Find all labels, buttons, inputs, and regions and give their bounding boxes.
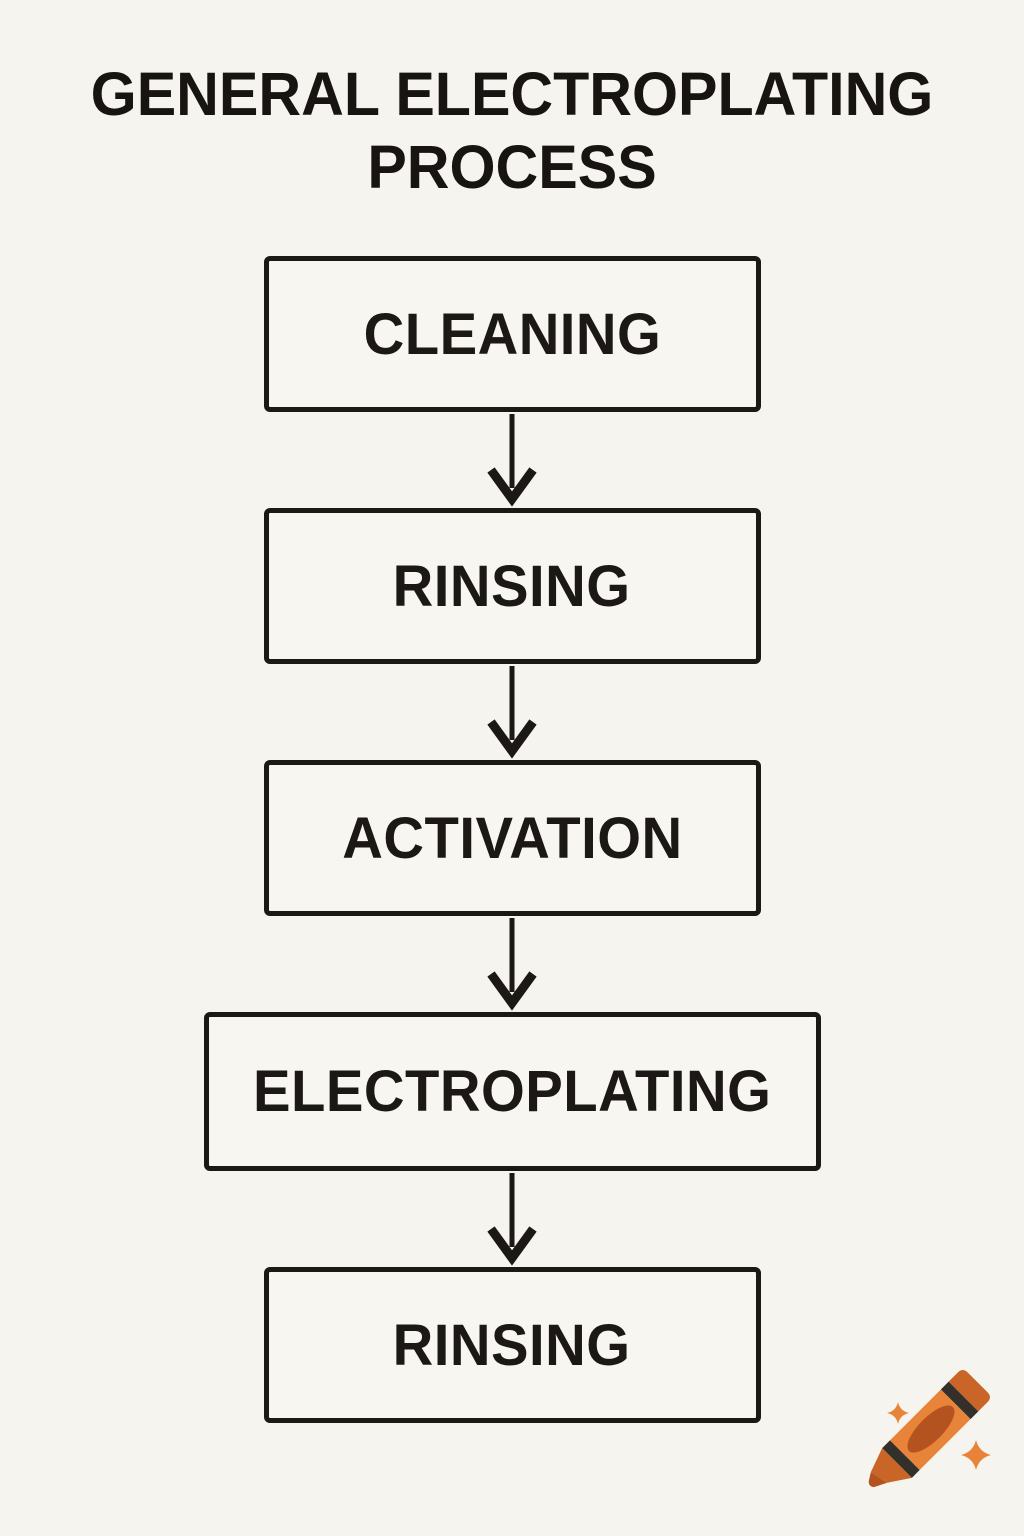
step-box-activation: ACTIVATION xyxy=(263,760,761,916)
step-label: CLEANING xyxy=(363,301,661,367)
arrow-down-icon xyxy=(487,666,537,759)
step-box-rinsing-2: RINSING xyxy=(263,1267,761,1423)
step-box-rinsing-1: RINSING xyxy=(263,508,761,664)
page-title-line-1: GENERAL ELECTROPLATING xyxy=(90,60,934,128)
arrow-down-icon xyxy=(487,918,537,1011)
arrow-down-icon xyxy=(487,414,537,507)
step-label: ACTIVATION xyxy=(341,805,683,871)
step-box-cleaning: CLEANING xyxy=(263,256,761,412)
page-title: GENERAL ELECTROPLATING PROCESS xyxy=(15,58,1008,204)
crayon-logo-icon xyxy=(868,1370,991,1488)
step-label: ELECTROPLATING xyxy=(252,1059,772,1124)
sparkle-icon xyxy=(887,1402,909,1424)
step-label: RINSING xyxy=(393,1312,631,1378)
arrow-down-icon xyxy=(487,1173,537,1266)
step-label: RINSING xyxy=(393,553,631,619)
sparkle-icon xyxy=(961,1440,991,1470)
step-box-electroplating: ELECTROPLATING xyxy=(203,1012,821,1171)
process-flow: CLEANING RINSING ACTIVATION ELECTROPLATI… xyxy=(0,256,1024,1423)
page-title-line-2: PROCESS xyxy=(367,133,657,202)
